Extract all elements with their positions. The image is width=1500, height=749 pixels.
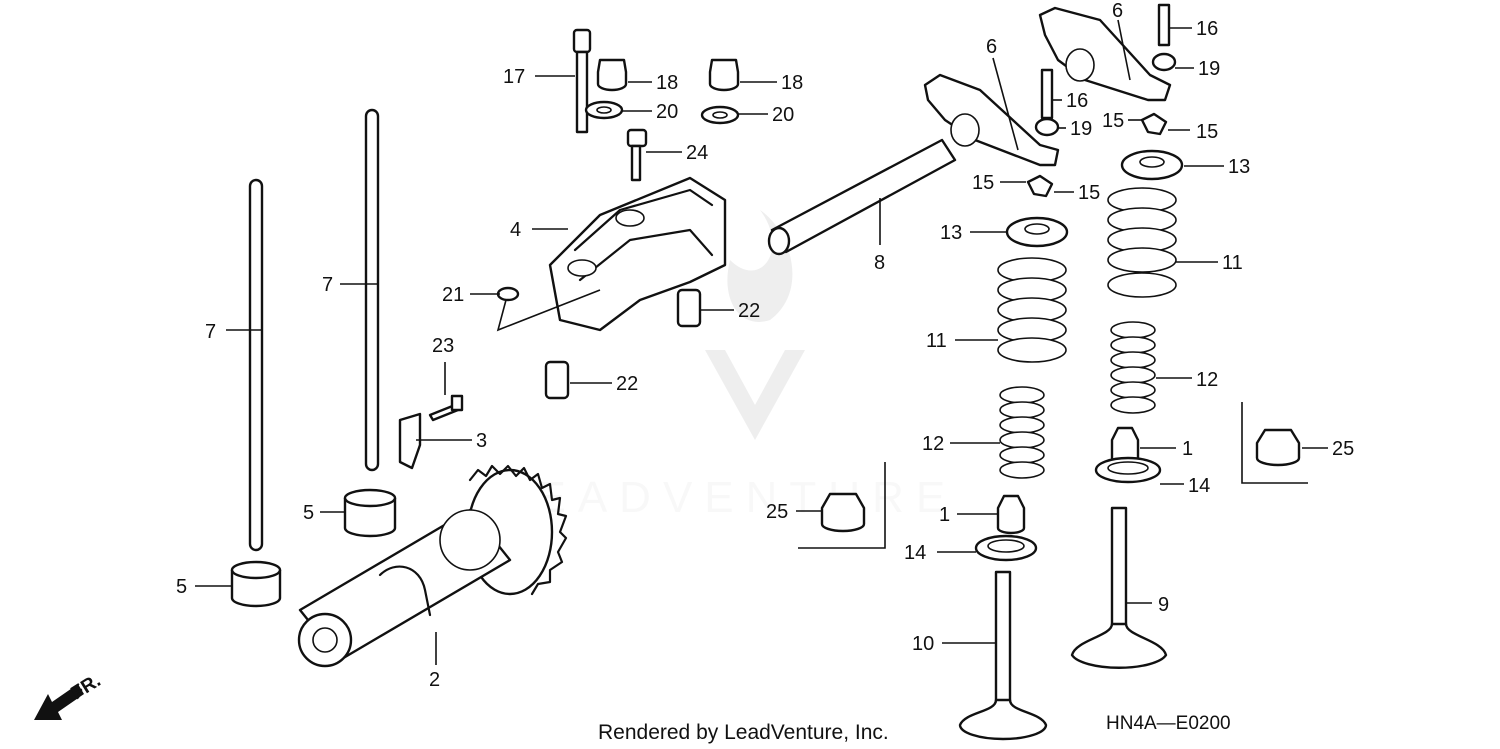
callout-4: 4: [510, 219, 521, 241]
leader-lines: [195, 19, 1328, 665]
callout-20-right: 20: [772, 104, 794, 126]
callout-5-upper: 5: [303, 502, 314, 524]
callout-14-right: 14: [1188, 475, 1210, 497]
screw-16-left[interactable]: [1040, 68, 1054, 120]
callout-24: 24: [686, 142, 708, 164]
spring-inner-12-left[interactable]: [999, 386, 1045, 479]
callout-25-left: 25: [766, 501, 788, 523]
spring-seat-14-right[interactable]: [1094, 456, 1162, 484]
spring-outer-11-right[interactable]: [1107, 187, 1177, 298]
callout-18-right: 18: [781, 72, 803, 94]
dowel-22-upper[interactable]: [676, 288, 702, 328]
callout-15-a: 15: [972, 172, 994, 194]
callout-15-b: 15: [1078, 182, 1100, 204]
callout-5-lower: 5: [176, 576, 187, 598]
callout-18-left: 18: [656, 72, 678, 94]
callout-7-left: 7: [205, 321, 216, 343]
bolt-23[interactable]: [428, 394, 464, 422]
callout-16-right: 16: [1196, 18, 1218, 40]
callout-1-left: 1: [939, 504, 950, 526]
callouts: 17 18 18 20 20 24 4 21 22 22 23 3 7 7 5 …: [176, 0, 1354, 691]
nut-19-left[interactable]: [1034, 117, 1060, 137]
valve-seal-1-left[interactable]: [996, 494, 1026, 535]
callout-8: 8: [874, 252, 885, 274]
tappet-upper[interactable]: [343, 488, 397, 538]
rocker-shaft[interactable]: [767, 138, 957, 256]
callout-21: 21: [442, 284, 464, 306]
screw-16-right[interactable]: [1157, 3, 1171, 47]
callout-19-right: 19: [1198, 58, 1220, 80]
callout-6-right: 6: [1112, 0, 1123, 22]
nut-18-left[interactable]: [596, 58, 628, 92]
callout-11-right: 11: [1222, 252, 1243, 274]
bracket-left: [798, 462, 886, 549]
oring-21[interactable]: [496, 286, 520, 302]
diagram-code: HN4A—E0200: [1106, 713, 1231, 734]
pushrod-left[interactable]: [248, 178, 264, 552]
stem-seal-25-left[interactable]: [820, 492, 866, 533]
callout-22-upper: 22: [738, 300, 760, 322]
valve-intake-9[interactable]: [1070, 506, 1168, 669]
callout-20-left: 20: [656, 101, 678, 123]
callout-12-left: 12: [922, 433, 944, 455]
retainer-13-left[interactable]: [1005, 216, 1069, 248]
callout-11-left: 11: [926, 330, 947, 352]
rocker-arm-left[interactable]: [923, 73, 1060, 167]
spring-inner-12-right[interactable]: [1110, 321, 1156, 414]
rendered-by-credit: Rendered by LeadVenture, Inc.: [598, 721, 889, 744]
front-direction-arrow: FR.: [34, 670, 105, 720]
watermark-text: LEADVENTURE: [500, 473, 957, 522]
spring-seat-14-left[interactable]: [974, 534, 1038, 562]
callout-22-lower: 22: [616, 373, 638, 395]
rocker-arm-right[interactable]: [1038, 6, 1172, 102]
valve-exhaust-10[interactable]: [958, 570, 1048, 741]
callout-23: 23: [432, 335, 454, 357]
stem-seal-25-right[interactable]: [1255, 428, 1301, 467]
callout-16-left: 16: [1066, 90, 1088, 112]
callout-7-right: 7: [322, 274, 333, 296]
bolt-17[interactable]: [572, 28, 592, 134]
callout-6-left: 6: [986, 36, 997, 58]
callout-3: 3: [476, 430, 487, 452]
callout-13-right: 13: [1228, 156, 1250, 178]
tappet-lower[interactable]: [230, 560, 282, 608]
cotter-15-right[interactable]: [1140, 112, 1168, 136]
callout-10: 10: [912, 633, 934, 655]
callout-13-left: 13: [940, 222, 962, 244]
callout-9: 9: [1158, 594, 1169, 616]
callout-15-d: 15: [1196, 121, 1218, 143]
retainer-13-right[interactable]: [1120, 149, 1184, 181]
camshaft[interactable]: [297, 464, 568, 668]
callout-15-c: 15: [1102, 110, 1124, 132]
callout-14-left: 14: [904, 542, 926, 564]
callout-12-right: 12: [1196, 369, 1218, 391]
callout-17: 17: [503, 66, 525, 88]
cotter-15-left[interactable]: [1026, 174, 1054, 198]
nut-19-right[interactable]: [1151, 52, 1177, 72]
callout-19-left: 19: [1070, 118, 1092, 140]
bolt-24[interactable]: [626, 128, 648, 182]
nut-18-right[interactable]: [708, 58, 740, 92]
pushrod-right[interactable]: [364, 108, 380, 472]
callout-1-right: 1: [1182, 438, 1193, 460]
dowel-22-lower[interactable]: [544, 360, 570, 400]
washer-20-right[interactable]: [700, 105, 740, 125]
callout-2: 2: [429, 669, 440, 691]
cam-bracket[interactable]: [398, 412, 422, 470]
callout-25-right: 25: [1332, 438, 1354, 460]
spring-outer-11-left[interactable]: [997, 257, 1067, 363]
bracket-right: [1241, 402, 1308, 484]
washer-20-left[interactable]: [584, 100, 624, 120]
